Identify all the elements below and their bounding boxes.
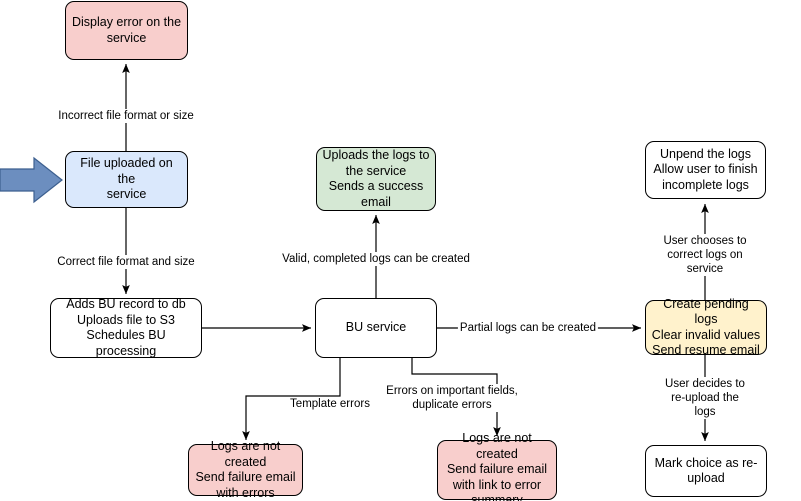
node-label: BU service — [345, 320, 407, 335]
entry-arrow — [0, 156, 63, 204]
node-uploads-logs-success[interactable]: Uploads the logs to the service Sends a … — [316, 147, 436, 211]
node-file-uploaded-on-service[interactable]: File uploaded on the service — [65, 151, 188, 208]
node-label: Unpend the logs Allow user to finish inc… — [653, 146, 758, 192]
edge-label-user-decides-reupload: User decides to re-upload the logs — [657, 377, 753, 419]
edge-label-template-errors: Template errors — [288, 397, 372, 411]
edge-label-valid-completed-logs: Valid, completed logs can be created — [280, 252, 472, 266]
edge-label-incorrect-file-format: Incorrect file format or size — [56, 109, 196, 123]
node-mark-choice-reupload[interactable]: Mark choice as re- upload — [645, 445, 767, 497]
edge-label-correct-file-format: Correct file format and size — [55, 255, 197, 269]
edge-label-errors-important-fields: Errors on important fields, duplicate er… — [384, 384, 520, 412]
node-label: Adds BU record to db Uploads file to S3 … — [66, 297, 186, 358]
edge-label-partial-logs: Partial logs can be created — [457, 321, 599, 335]
node-adds-bu-record[interactable]: Adds BU record to db Uploads file to S3 … — [50, 297, 202, 358]
node-label: File uploaded on the service — [80, 156, 173, 202]
node-label: Uploads the logs to the service Sends a … — [322, 148, 430, 209]
node-create-pending-logs[interactable]: Create pending logs Clear invalid values… — [645, 297, 767, 357]
node-label: Create pending logs Clear invalid values… — [651, 296, 761, 358]
node-unpend-logs[interactable]: Unpend the logs Allow user to finish inc… — [645, 141, 766, 199]
node-bu-service[interactable]: BU service — [315, 298, 437, 358]
node-logs-not-created-error-summary[interactable]: Logs are not created Send failure email … — [437, 431, 557, 501]
node-label: Display error on the service — [71, 15, 182, 45]
edge-label-user-chooses-correct-logs: User chooses to correct logs on service — [657, 234, 753, 276]
node-display-error[interactable]: Display error on the service — [65, 1, 188, 60]
node-label: Logs are not created Send failure email … — [195, 439, 296, 500]
node-label: Mark choice as re- upload — [654, 455, 758, 486]
node-logs-not-created-template-errors[interactable]: Logs are not created Send failure email … — [188, 439, 303, 500]
node-label: Logs are not created Send failure email … — [446, 431, 548, 501]
